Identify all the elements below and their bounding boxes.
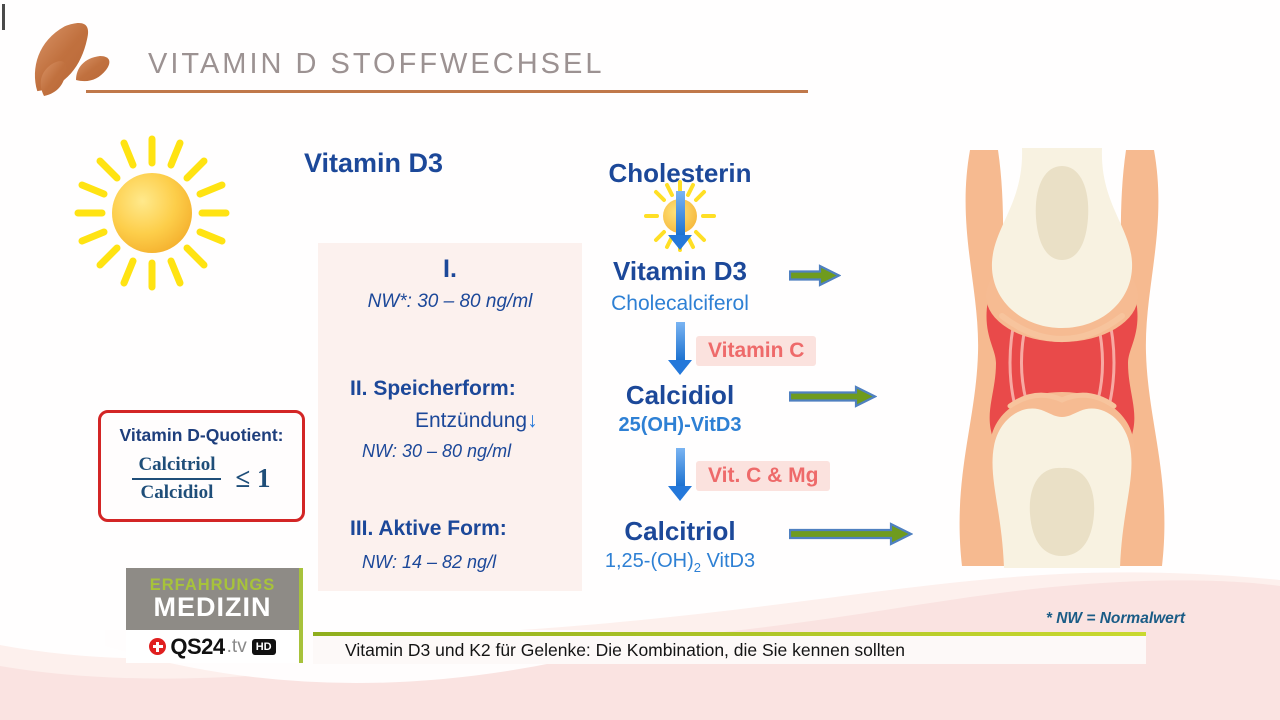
section2-note: Entzündung↓ [415, 409, 538, 433]
channel-logo: ERFAHRUNGS MEDIZIN QS24 .tv HD [126, 568, 303, 663]
fraction: Calcitriol Calcidiol [132, 453, 222, 505]
caption-accent-line [313, 632, 1146, 636]
flow-node-calcidiol: Calcidiol [625, 380, 735, 410]
section3-label: III. Aktive Form: [350, 517, 507, 540]
logo-line1: ERFAHRUNGS [149, 575, 276, 594]
vitamin-d-quotient-box: Vitamin D-Quotient: Calcitriol Calcidiol… [98, 410, 305, 522]
sun-icon [74, 135, 230, 291]
quotient-formula: Calcitriol Calcidiol ≤ 1 [101, 453, 302, 505]
cofactor-label-vit-c-mg: Vit. C & Mg [696, 461, 831, 491]
section2-note-text: Entzündung [415, 409, 528, 432]
flow-node-calcitriol-subtitle: 1,25-(OH)2 VitD3 [555, 550, 805, 575]
hd-badge: HD [251, 638, 276, 655]
channel-name: QS24 [170, 633, 225, 659]
right-arrow-icon [789, 520, 913, 548]
knee-joint-illustration [959, 148, 1165, 568]
calcitriol-formula-subscript: 2 [693, 560, 702, 575]
swiss-cross-icon [149, 638, 167, 655]
cofactor-label-vitamin-c: Vitamin C [696, 336, 817, 366]
section2-normal-range: NW: 30 – 80 ng/ml [362, 441, 512, 461]
quotient-relation: ≤ 1 [235, 463, 271, 494]
caption-bar: Vitamin D3 und K2 für Gelenke: Die Kombi… [313, 636, 1146, 664]
fraction-numerator: Calcitriol [132, 453, 222, 480]
calcitriol-formula-post: VitD3 [701, 550, 756, 572]
calcitriol-formula-pre: 1,25-(OH) [604, 550, 694, 572]
section1-normal-range: NW*: 30 – 80 ng/ml [367, 291, 533, 312]
quotient-title: Vitamin D-Quotient: [119, 425, 284, 445]
flow-node-calcitriol: Calcitriol [624, 516, 736, 546]
down-arrow-icon: ↓ [527, 409, 538, 432]
flow-node-vitamin-d3-subtitle: Cholecalciferol [611, 292, 749, 315]
leaf-logo [34, 23, 110, 96]
right-arrow-icon [789, 262, 841, 289]
flow-node-vitamin-d3: Vitamin D3 [613, 256, 747, 286]
down-arrow-icon [668, 191, 692, 250]
logo-line2: MEDIZIN [153, 592, 272, 623]
left-heading-vitamin-d3: Vitamin D3 [304, 148, 444, 178]
down-arrow-icon [668, 322, 692, 375]
corner-mark [2, 4, 5, 30]
footnote-normalwert: * NW = Normalwert [1045, 610, 1185, 627]
page-title: VITAMIN D STOFFWECHSEL [148, 48, 605, 80]
section3-normal-range: NW: 14 – 82 ng/l [362, 552, 497, 572]
channel-logo-top: ERFAHRUNGS MEDIZIN [126, 568, 299, 630]
channel-suffix: .tv [226, 635, 247, 657]
fraction-denominator: Calcidiol [140, 481, 214, 503]
channel-logo-bottom: QS24 .tv HD [126, 630, 299, 663]
down-arrow-icon [668, 448, 692, 501]
section2-label: II. Speicherform: [350, 377, 516, 400]
title-underline [86, 90, 808, 93]
flow-node-calcidiol-subtitle: 25(OH)-VitD3 [618, 414, 742, 436]
right-arrow-icon [789, 383, 877, 410]
vitamin-d3-info-box: I. NW*: 30 – 80 ng/ml II. Speicherform: … [318, 243, 582, 591]
caption-text: Vitamin D3 und K2 für Gelenke: Die Kombi… [345, 639, 906, 660]
section1-numeral: I. [443, 255, 457, 283]
